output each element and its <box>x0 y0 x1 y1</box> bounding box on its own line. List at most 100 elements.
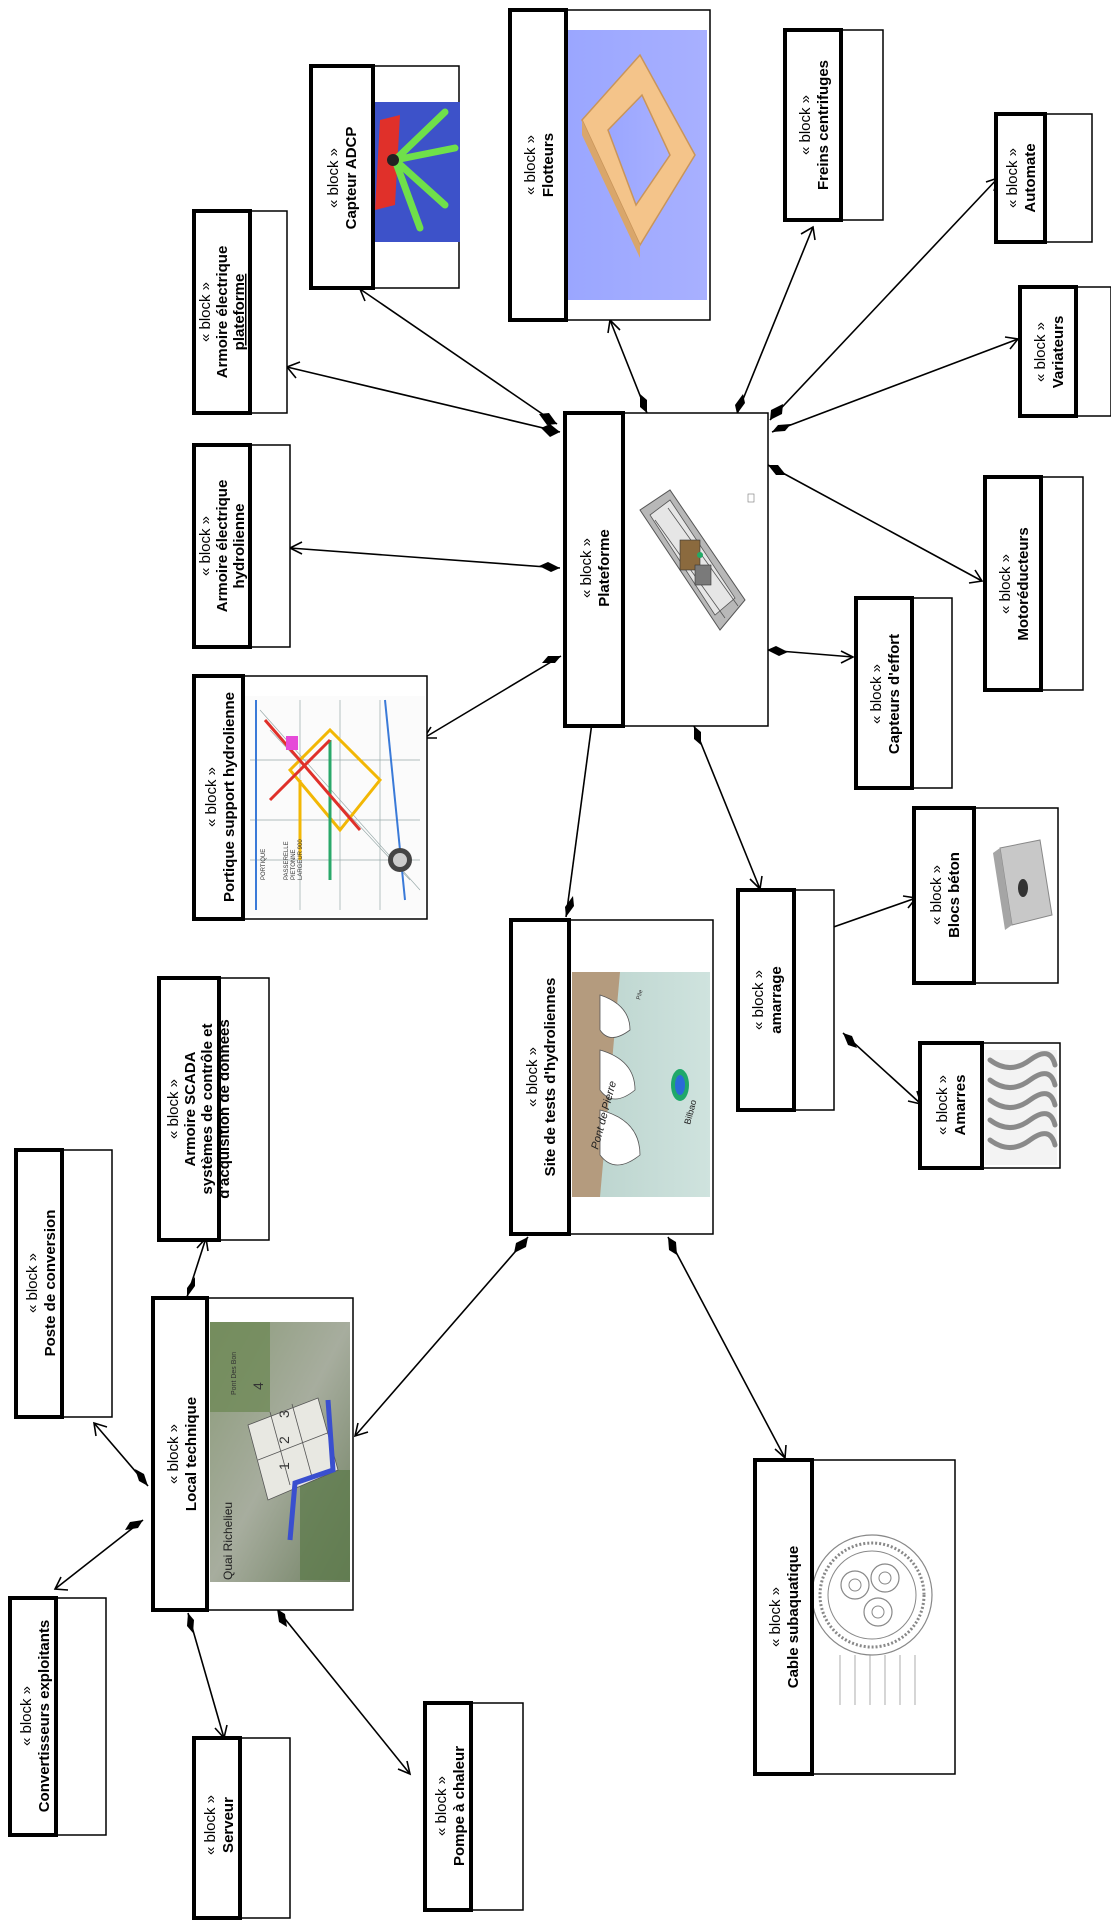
block-header <box>157 976 221 1242</box>
flotteurs-image <box>565 30 707 300</box>
block-flotteurs[interactable]: « block » Flotteurs <box>508 8 711 322</box>
composition-diamond <box>668 1237 677 1255</box>
block-site-de-tests[interactable]: Pont de Pierre Bilbao Pile « block » Sit… <box>509 918 714 1236</box>
block-header <box>912 806 976 985</box>
connector-plateforme-automate <box>769 177 999 421</box>
aerial-label-4: 4 <box>250 1382 266 1390</box>
block-name: Cable subaquatique <box>785 1546 802 1689</box>
block-stereotype: « block » <box>197 282 214 342</box>
connector-plateforme-portique <box>423 655 562 739</box>
aerial-label-2: 2 <box>276 1436 292 1444</box>
block-stereotype: « block » <box>24 1253 41 1313</box>
composition-diamond <box>694 726 701 745</box>
block-stereotype: « block » <box>928 865 945 925</box>
composition-diamond <box>187 1277 195 1297</box>
portique-label-1: PORTIQUE <box>261 849 267 880</box>
block-capteur-adcp[interactable]: « block » Capteur ADCP <box>309 64 460 290</box>
block-name-line1: Armoire électrique <box>214 480 231 613</box>
block-header <box>192 443 252 649</box>
block-name-line3: d'acquisition de données <box>216 1019 233 1198</box>
arrowhead <box>397 1760 412 1776</box>
arrowhead <box>840 650 855 664</box>
block-header <box>854 596 914 790</box>
block-variateurs[interactable]: « block » Variateurs <box>1018 285 1111 418</box>
block-freins-centrifuges[interactable]: « block » Freins centrifuges <box>783 28 884 222</box>
block-name-line2: hydrolienne <box>231 503 248 588</box>
composition-diamond <box>542 656 561 663</box>
composition-diamond <box>125 1520 143 1530</box>
amarres-image <box>985 1050 1058 1165</box>
site-tests-image: Pont de Pierre Bilbao Pile <box>572 972 710 1197</box>
block-capteurs-effort[interactable]: « block » Capteurs d'effort <box>854 596 953 790</box>
connector-site-cable <box>667 1236 786 1459</box>
block-stereotype: « block » <box>433 1776 450 1836</box>
portique-label-2: PASSERELLE <box>284 841 290 880</box>
blocs-beton-image <box>993 839 1053 930</box>
block-portique-support-hydrolienne[interactable]: PORTIQUE PASSERELLE PIETONNE LARGEUR 900… <box>192 674 428 921</box>
block-blocs-beton[interactable]: « block » Blocs béton <box>912 806 1059 985</box>
block-header <box>1018 285 1078 418</box>
block-armoire-electrique-plateforme[interactable]: « block » Armoire électrique plateforme <box>192 209 288 415</box>
arrowhead <box>800 225 816 241</box>
block-name: Site de tests d'hydroliennes <box>542 978 559 1177</box>
block-header <box>918 1041 984 1170</box>
block-automate[interactable]: « block » Automate <box>994 112 1093 244</box>
block-stereotype: « block » <box>197 516 214 576</box>
connector-plateforme-armoire-plateforme <box>286 366 561 433</box>
block-header <box>508 8 568 322</box>
block-local-technique[interactable]: 1 2 3 4 Quai Richelieu Pont Des Bon « bl… <box>151 1296 354 1612</box>
block-stereotype: « block » <box>1032 322 1049 382</box>
composition-diamond <box>767 646 788 656</box>
block-motoreducteurs[interactable]: « block » Motoréducteurs <box>983 475 1084 692</box>
composition-diamond <box>541 424 560 437</box>
block-header <box>8 1596 58 1837</box>
block-stereotype: « block » <box>997 554 1014 614</box>
block-pompe-a-chaleur[interactable]: « block » Pompe à chaleur <box>423 1701 524 1912</box>
block-stereotype: « block » <box>797 95 814 155</box>
block-stereotype: « block » <box>1004 148 1021 208</box>
block-name: Automate <box>1022 143 1039 212</box>
connector-plateforme-amarrage <box>693 725 761 890</box>
block-header <box>563 411 625 728</box>
block-name: Variateurs <box>1050 316 1067 389</box>
block-name-line1: Armoire électrique <box>214 246 231 379</box>
block-header <box>783 28 843 222</box>
block-amarrage[interactable]: « block » amarrage <box>736 888 835 1112</box>
block-plateforme[interactable]: « block » Plateforme <box>563 411 769 728</box>
composition-diamond <box>843 1033 857 1048</box>
block-amarres[interactable]: « block » Amarres <box>918 1041 1061 1170</box>
arrowhead <box>968 569 984 584</box>
block-convertisseurs-exploitants[interactable]: « block » Convertisseurs exploitants <box>8 1596 107 1837</box>
block-name-line2: plateforme <box>231 274 248 351</box>
composition-diamond <box>770 404 783 420</box>
block-stereotype: « block » <box>578 538 595 598</box>
block-stereotype: « block » <box>868 664 885 724</box>
arrowhead <box>353 1422 369 1438</box>
block-name: Plateforme <box>596 529 613 607</box>
block-serveur[interactable]: « block » Serveur <box>192 1736 291 1920</box>
block-name: Serveur <box>220 1797 237 1853</box>
block-name: Pompe à chaleur <box>451 1746 468 1866</box>
block-name: Portique support hydrolienne <box>221 692 238 902</box>
block-stereotype: « block » <box>522 135 539 195</box>
composition-diamond <box>640 394 647 413</box>
block-header <box>192 209 252 415</box>
block-header <box>736 888 796 1112</box>
connector-local-pompe <box>276 1608 411 1775</box>
block-stereotype: « block » <box>767 1587 784 1647</box>
block-name: Capteur ADCP <box>343 127 360 230</box>
block-armoire-scada[interactable]: « block » Armoire SCADA systèmes de cont… <box>157 976 270 1242</box>
block-poste-de-conversion[interactable]: « block » Poste de conversion <box>14 1148 113 1419</box>
connector-site-local <box>354 1236 529 1437</box>
block-name: amarrage <box>768 966 785 1034</box>
aerial-label-3: 3 <box>276 1410 292 1418</box>
connector-plateforme-freins <box>736 226 814 415</box>
block-armoire-electrique-hydrolienne[interactable]: « block » Armoire électrique hydrolienne <box>192 443 291 649</box>
connector-local-serveur <box>187 1612 225 1739</box>
block-header <box>983 475 1043 692</box>
composition-diamond <box>735 394 745 414</box>
block-cable-subaquatique[interactable]: « block » Cable subaquatique <box>753 1458 956 1776</box>
aerial-label-1: 1 <box>276 1462 292 1470</box>
connectors <box>53 176 1020 1776</box>
